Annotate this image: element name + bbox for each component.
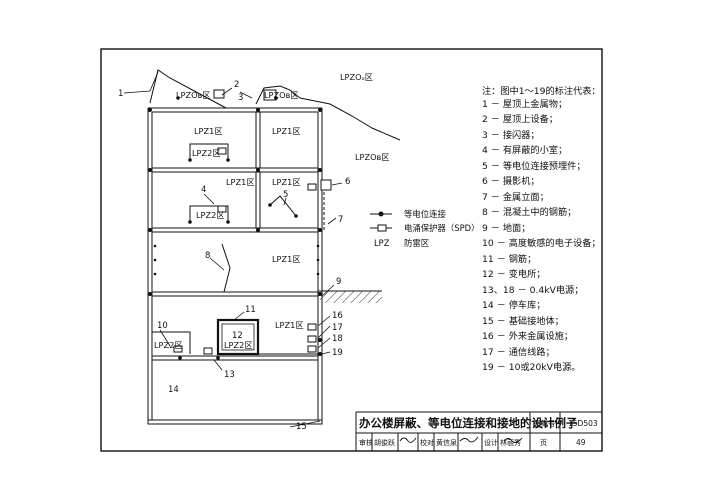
design-name: 林丽秀 [500, 438, 521, 447]
foundation-earth [147, 420, 323, 425]
legend: 等电位连接 电涌保护器（SPD） LPZ 防雷区 [374, 209, 479, 248]
callout-16: 16 [332, 311, 343, 321]
callout-17: 17 [332, 323, 343, 333]
page-value: 49 [576, 438, 586, 447]
design-label: 设计 [484, 438, 498, 447]
callout-14: 14 [168, 385, 179, 395]
callout-3: 3 [238, 93, 243, 103]
building-walls [147, 107, 323, 421]
substation-room [216, 318, 260, 356]
atlas-label: 图集号 [533, 418, 556, 428]
review-label: 审核 [359, 438, 373, 447]
note-item: 14 － 停车库； [482, 300, 546, 311]
check-label: 校对 [420, 438, 434, 447]
note-item: 12 － 变电所； [482, 269, 546, 280]
roof-equipment-outline [255, 85, 301, 105]
callout-5: 5 [283, 190, 288, 200]
zone-lpz0b-top-left: LPZOʙ区 [176, 90, 211, 100]
note-item: 11 － 钢筋； [482, 254, 537, 265]
title-block [355, 411, 602, 451]
zone-lpz0b-top-right: LPZOʙ区 [264, 90, 299, 100]
zone-lpz1-f: LPZ1区 [275, 320, 304, 330]
note-item: 2 － 屋顶上设备； [482, 114, 558, 125]
roof-metal-object [149, 69, 227, 109]
note-item: 4 － 有屏蔽的小室； [482, 145, 568, 156]
callout-2: 2 [234, 80, 239, 90]
review-signature [399, 437, 417, 443]
zone-lpz1-d: LPZ1区 [272, 177, 301, 187]
note-item: 1 － 屋顶上金属物； [482, 99, 568, 110]
zone-lpz2-a: LPZ2区 [192, 148, 221, 158]
legend-bond-label: 等电位连接 [404, 209, 446, 219]
sensitive-equipment-room [152, 331, 191, 354]
note-item: 16 － 外来金属设施； [482, 331, 574, 342]
callout-9: 9 [336, 277, 341, 287]
callout-10: 10 [157, 321, 168, 331]
callout-18: 18 [332, 334, 343, 344]
note-item: 8 － 混凝土中的钢筋； [482, 207, 577, 218]
note-item: 13、18 － 0.4kV电源； [482, 285, 584, 296]
note-item: 7 － 金属立面； [482, 192, 549, 203]
callout-numbers: 1 2 3 4 5 6 7 8 9 10 11 12 13 14 15 16 1… [118, 80, 350, 432]
callout-15: 15 [296, 422, 307, 432]
legend-spd-label: 电涌保护器（SPD） [404, 223, 479, 233]
note-item: 5 － 等电位连接预埋件； [482, 161, 586, 172]
bonding-bars [152, 353, 322, 421]
callout-8: 8 [205, 251, 210, 261]
note-item: 17 － 通信线路； [482, 347, 555, 358]
review-name: 胡俊跃 [374, 438, 395, 447]
slope-line [299, 97, 401, 141]
legend-lpz-label: 防雷区 [404, 238, 429, 248]
zone-lpz1-e: LPZ1区 [272, 254, 301, 264]
zone-lpz1-b: LPZ1区 [272, 126, 301, 136]
zone-lpz2-c: LPZ2区 [154, 340, 183, 350]
bonding-embedded-part [269, 195, 297, 217]
note-item: 15 － 基础接地体； [482, 316, 564, 327]
notes-title: 注：图中1～19的标注代表： [482, 86, 601, 97]
note-item: 6 － 摄影机； [482, 176, 540, 187]
atlas-value: 15D503 [568, 419, 598, 428]
note-item: 3 － 接闪器； [482, 130, 540, 141]
shielded-room-2 [189, 205, 229, 222]
zone-lpz0b-right: LPZOʙ区 [355, 152, 390, 162]
zone-lpz2-b: LPZ2区 [196, 210, 225, 220]
legend-lpz-symbol: LPZ [374, 238, 390, 248]
zone-lpz2-d: LPZ2区 [224, 340, 253, 350]
omitted-floor-dots [153, 244, 320, 276]
check-signature [459, 436, 479, 443]
zone-lpz1-c: LPZ1区 [226, 177, 255, 187]
signatures [399, 436, 523, 443]
callout-1: 1 [118, 89, 123, 99]
callout-11: 11 [245, 305, 256, 315]
shielded-room-1 [189, 143, 229, 160]
camera [320, 179, 332, 191]
zone-lpz1-a: LPZ1区 [194, 126, 223, 136]
callout-4: 4 [201, 185, 206, 195]
drawing-title: 办公楼屏蔽、等电位连接和接地的设计例子 [359, 416, 578, 430]
note-item: 9 － 地面； [482, 223, 531, 234]
callout-6: 6 [345, 177, 350, 187]
callout-13: 13 [224, 370, 235, 380]
rebar-line [221, 243, 231, 293]
page-label: 页 [540, 439, 547, 447]
note-item: 19 － 10或20kV电源。 [482, 362, 581, 373]
callout-12: 12 [232, 331, 243, 341]
sheet-border [100, 48, 603, 452]
design-signature [503, 437, 523, 443]
leader-lines [123, 71, 343, 428]
note-item: 10 － 高度敏感的电子设备； [482, 238, 601, 249]
legend-symbols [370, 211, 392, 232]
check-name: 黄信泉 [436, 438, 457, 447]
callout-19: 19 [332, 348, 343, 358]
zone-labels: LPZOₐ区 LPZOʙ区 LPZOʙ区 LPZOʙ区 LPZ1区 LPZ1区 … [154, 72, 390, 350]
ground-hatch [320, 291, 382, 303]
callout-7: 7 [338, 215, 343, 225]
zone-lpz0a: LPZOₐ区 [340, 72, 373, 82]
spd-boxes [173, 89, 317, 355]
